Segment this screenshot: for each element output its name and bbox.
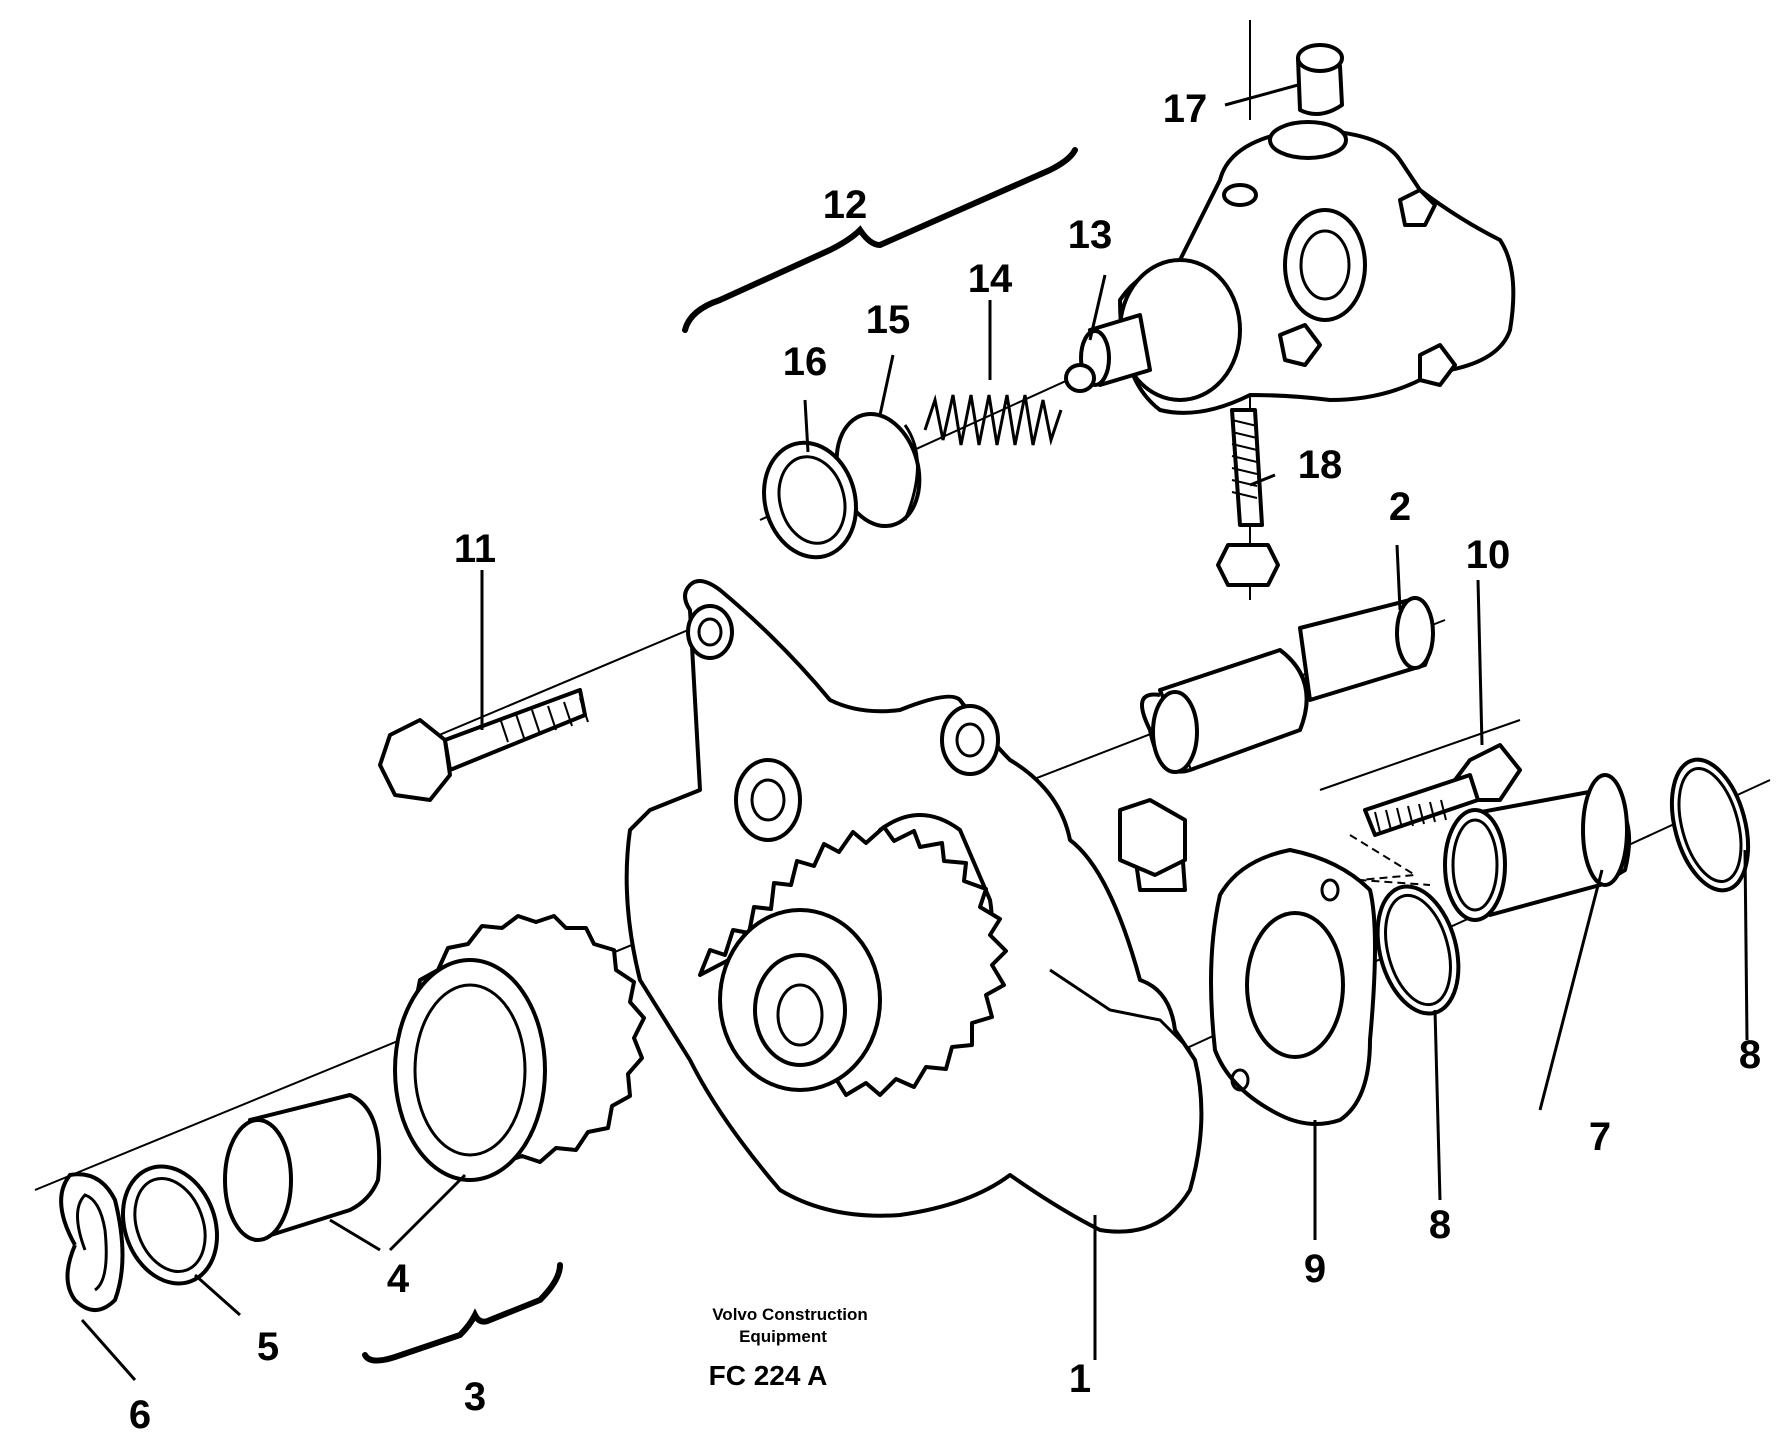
- caption-line-1: Volvo Construction: [712, 1305, 868, 1324]
- valve-housing: [1064, 120, 1516, 415]
- shaft: [1140, 596, 1435, 774]
- callout-9: 9: [1304, 1247, 1326, 1291]
- callout-2: 2: [1389, 485, 1411, 529]
- circlip-6: [59, 1172, 125, 1312]
- caption: Volvo Construction Equipment FC 224 A: [709, 1305, 868, 1391]
- washer-5: [120, 1164, 220, 1286]
- bushing-4: [223, 1093, 382, 1242]
- pump-housing: [624, 579, 1204, 1234]
- callout-1: 1: [1069, 1357, 1091, 1401]
- figure-code: FC 224 A: [709, 1360, 828, 1391]
- callout-18: 18: [1298, 443, 1343, 487]
- gear-4: [393, 914, 646, 1182]
- brace-3: [362, 1262, 563, 1364]
- callout-16: 16: [783, 340, 828, 384]
- bolt-11: [378, 688, 589, 802]
- callout-15: 15: [866, 298, 911, 342]
- spring-14: [923, 394, 1063, 446]
- cap-17: [1296, 43, 1344, 116]
- callout-12: 12: [823, 183, 868, 227]
- ring-8-right: [1670, 757, 1750, 893]
- caption-line-2: Equipment: [739, 1327, 827, 1346]
- callout-5: 5: [257, 1325, 279, 1369]
- callout-10: 10: [1466, 533, 1511, 577]
- circlip-16: [762, 440, 858, 560]
- bolt-18: [1216, 408, 1280, 587]
- callout-11: 11: [454, 527, 496, 571]
- callout-4: 4: [387, 1257, 410, 1301]
- callout-14: 14: [968, 257, 1013, 301]
- callout-7: 7: [1589, 1115, 1611, 1159]
- leader-lines: [80, 83, 1749, 1381]
- callout-17: 17: [1163, 87, 1208, 131]
- callout-13: 13: [1068, 213, 1113, 257]
- callout-8-right: 8: [1739, 1033, 1761, 1077]
- bushing-7: [1443, 773, 1632, 922]
- callout-3: 3: [464, 1375, 486, 1419]
- flange-9: [1209, 848, 1377, 1126]
- callout-6: 6: [129, 1393, 151, 1437]
- callout-8-middle: 8: [1429, 1203, 1451, 1247]
- brace-12: [682, 147, 1078, 333]
- bolt-10: [1363, 743, 1522, 837]
